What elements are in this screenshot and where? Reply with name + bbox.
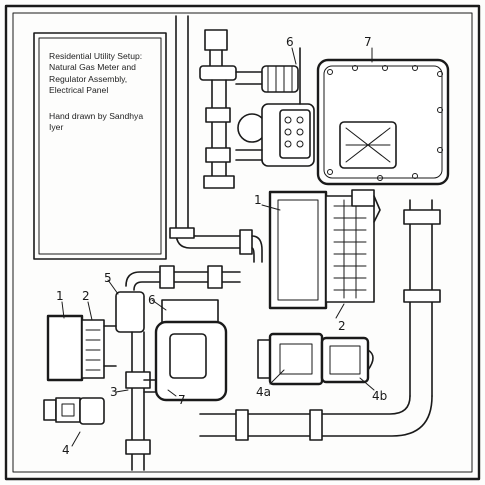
title-card-inner — [38, 37, 162, 255]
callout-2-left: 2 — [82, 289, 90, 303]
callout-5: 5 — [104, 271, 112, 285]
callout-1-top: 1 — [254, 193, 262, 207]
callout-1-left: 1 — [56, 289, 64, 303]
callout-3: 3 — [110, 385, 118, 399]
top-regulator-assembly — [199, 29, 315, 189]
title-card-heading: Residential Utility Setup: Natural Gas M… — [49, 51, 143, 96]
left-vertical-pipe — [169, 15, 263, 263]
outer-frame — [4, 4, 481, 481]
callout-4a: 4a — [256, 385, 271, 399]
title-card-credit: Hand drawn by Sandhya Iyer — [49, 110, 144, 133]
callout-2-right: 2 — [338, 319, 346, 333]
middle-regulator-assembly — [115, 265, 241, 471]
inner-frame — [12, 12, 473, 473]
electrical-panel-left — [46, 314, 117, 382]
callout-7-mid: 7 — [178, 393, 186, 407]
callout-4b: 4b — [372, 389, 387, 403]
top-meter-housing — [316, 58, 450, 186]
callout-7-top: 7 — [364, 35, 372, 49]
callout-6-mid: 6 — [148, 293, 156, 307]
leader-lines — [61, 47, 375, 447]
title-card: Residential Utility Setup: Natural Gas M… — [41, 41, 159, 252]
electrical-panel-right — [268, 189, 381, 310]
right-vertical-pipe — [199, 199, 441, 441]
callout-6-top: 6 — [286, 35, 294, 49]
callout-4: 4 — [62, 443, 70, 457]
component-4a-4b — [257, 332, 374, 386]
title-card-frame — [33, 32, 167, 260]
component-4 — [43, 397, 105, 425]
